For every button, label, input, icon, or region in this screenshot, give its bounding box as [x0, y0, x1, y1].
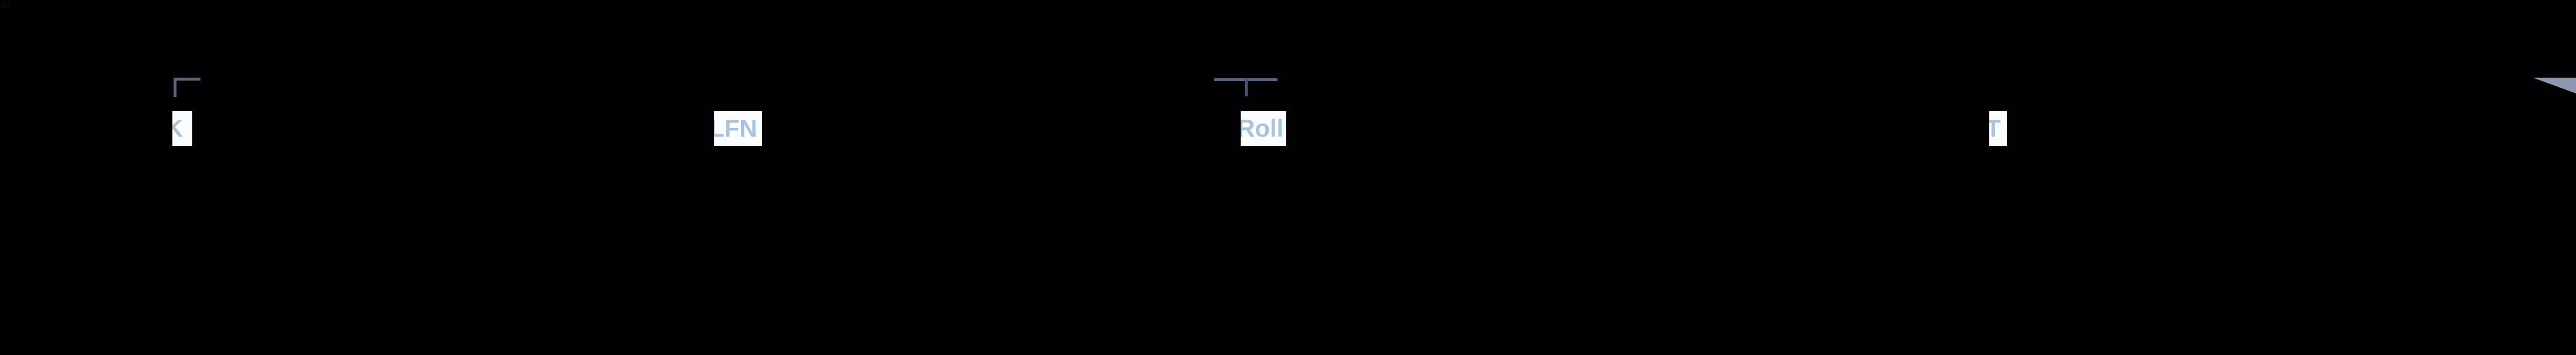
left-panel — [0, 0, 193, 355]
right-edge-triangle-marker[interactable] — [2533, 78, 2576, 93]
tee-bracket-connector — [1214, 78, 1277, 96]
track-label-k[interactable]: K — [172, 111, 192, 146]
tee-stem — [1245, 78, 1248, 96]
track-label-lfn[interactable]: LFN — [714, 111, 762, 146]
track-label-lfn-text: LFN — [714, 114, 757, 142]
track-label-roll-text: Roll — [1241, 114, 1284, 142]
corner-artifact — [1, 1, 11, 8]
track-label-k-text: K — [172, 114, 183, 142]
track-label-t[interactable]: T — [1989, 111, 2007, 146]
track-label-t-text: T — [1989, 114, 2001, 142]
right-panel — [193, 0, 2576, 355]
track-label-roll[interactable]: Roll — [1241, 111, 1286, 146]
corner-bracket-connector — [174, 78, 200, 97]
